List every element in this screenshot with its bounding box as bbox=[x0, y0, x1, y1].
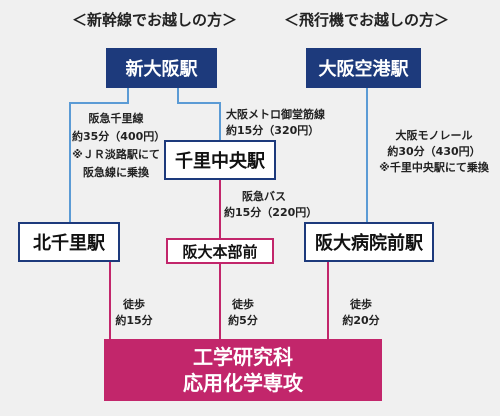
station-kita-senri: 北千里駅 bbox=[18, 222, 120, 262]
route-label-hankyu-bus: 阪急バス 約15分（220円） bbox=[224, 189, 318, 221]
walk-time: 約20分 bbox=[342, 314, 380, 327]
walk-label-kita-senri: 徒歩 約15分 bbox=[113, 297, 155, 329]
walk-mode: 徒歩 bbox=[350, 298, 372, 311]
station-osaka-airport: 大阪空港駅 bbox=[306, 48, 421, 88]
route-name: 大阪メトロ御堂筋線 bbox=[226, 108, 325, 121]
line-shin-osaka-to-senri-chuo bbox=[177, 88, 221, 140]
route-name: 阪急千里線 bbox=[88, 112, 144, 125]
route-time-fare: 約15分（220円） bbox=[224, 206, 318, 219]
route-note: ※千里中央駅にて乗換 bbox=[379, 161, 489, 174]
route-time-fare: 約35分（400円） bbox=[72, 130, 166, 143]
walk-time: 約15分 bbox=[115, 314, 153, 327]
route-label-hankyu-senri: 阪急千里線 約35分（400円） ※ＪＲ淡路駅にて 阪急線に乗換 bbox=[72, 110, 166, 182]
shinkansen-header: ＜新幹線でお越しの方＞ bbox=[72, 11, 238, 29]
route-name: 阪急バス bbox=[242, 190, 286, 203]
airplane-header: ＜飛行機でお越しの方＞ bbox=[284, 11, 450, 29]
walk-label-honbumae: 徒歩 約5分 bbox=[224, 297, 262, 329]
route-time-fare: 約30分（430円） bbox=[387, 145, 481, 158]
walk-label-byoinmae: 徒歩 約20分 bbox=[340, 297, 382, 329]
destination-line-1: 工学研究科 bbox=[193, 345, 293, 369]
route-label-monorail: 大阪モノレール 約30分（430円） ※千里中央駅にて乗換 bbox=[372, 128, 496, 176]
station-senri-chuo: 千里中央駅 bbox=[164, 140, 276, 180]
route-name: 大阪モノレール bbox=[395, 129, 473, 142]
walk-time: 約5分 bbox=[228, 314, 258, 327]
route-note: ※ＪＲ淡路駅にて bbox=[72, 148, 160, 161]
walk-mode: 徒歩 bbox=[123, 298, 145, 311]
destination-line-2: 応用化学専攻 bbox=[183, 371, 303, 395]
walk-mode: 徒歩 bbox=[232, 298, 254, 311]
line-shin-osaka-to-kita-senri bbox=[69, 88, 129, 222]
stop-handai-honbumae: 阪大本部前 bbox=[166, 238, 274, 264]
route-label-midosuji: 大阪メトロ御堂筋線 約15分（320円） bbox=[226, 107, 325, 139]
station-handai-byoinmae: 阪大病院前駅 bbox=[304, 222, 434, 262]
route-note: 阪急線に乗換 bbox=[83, 166, 149, 179]
route-time-fare: 約15分（320円） bbox=[226, 124, 320, 137]
destination-box: 工学研究科 応用化学専攻 bbox=[104, 339, 382, 401]
station-shin-osaka: 新大阪駅 bbox=[106, 48, 217, 88]
